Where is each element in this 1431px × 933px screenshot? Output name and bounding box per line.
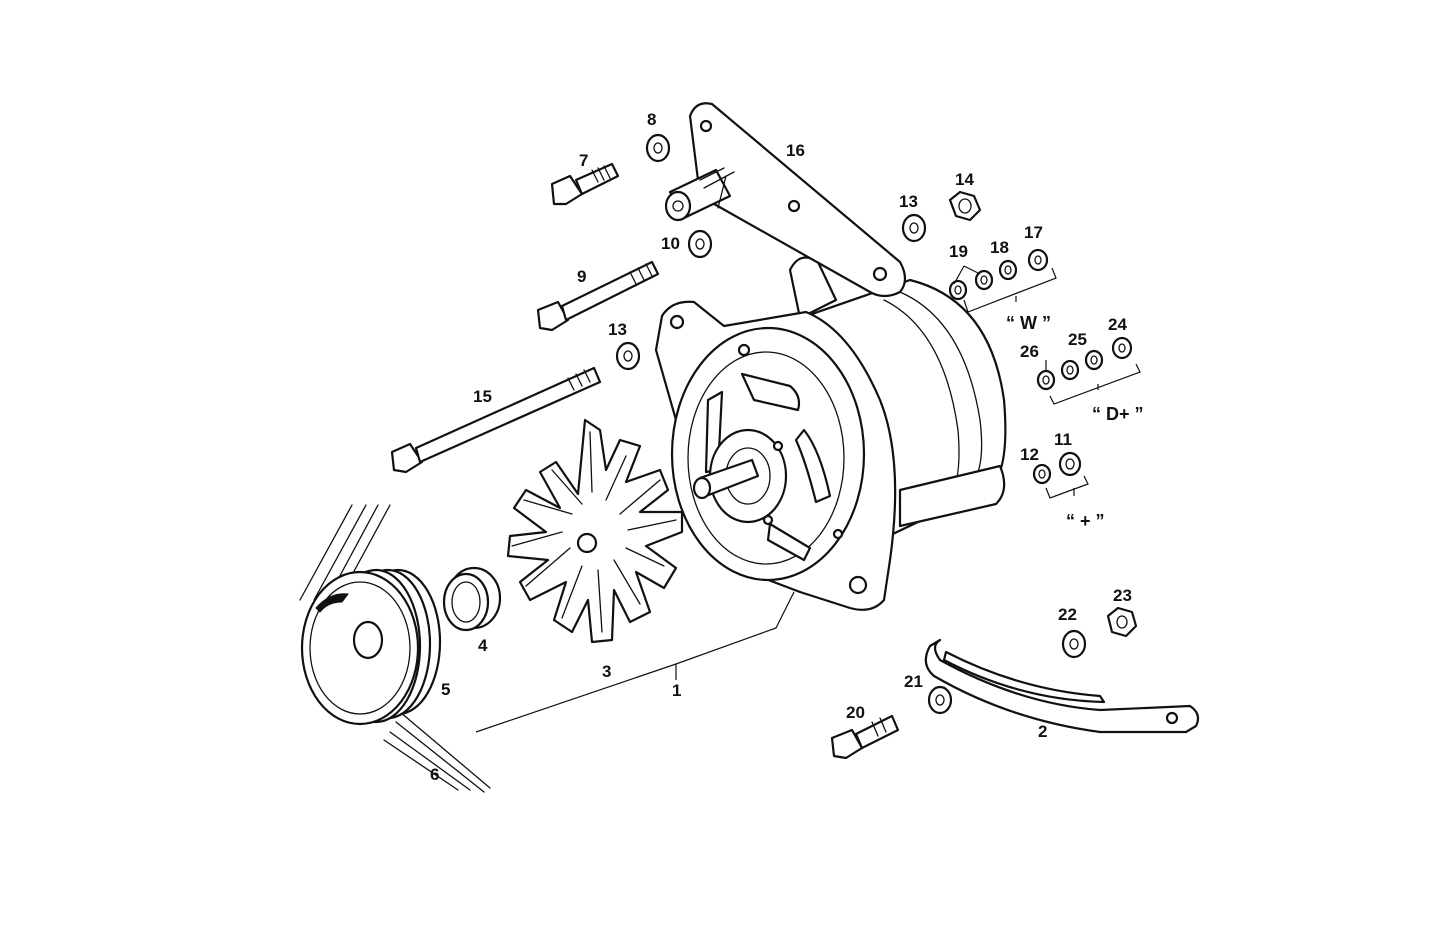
alternator-body	[654, 256, 1007, 611]
label-part-14: 14	[955, 170, 974, 189]
label-part-24: 24	[1108, 315, 1127, 334]
label-part-17: 17	[1024, 223, 1043, 242]
washer-26b	[1036, 369, 1056, 391]
terminal-group-labels: “ W ” “ D+ ” “ + ”	[1006, 313, 1144, 531]
label-part-19: 19	[949, 242, 968, 261]
adjusting-bracket	[924, 638, 1200, 734]
label-part-6: 6	[430, 765, 439, 784]
group-label-w: “ W ”	[1006, 313, 1051, 333]
label-part-21: 21	[904, 672, 923, 691]
bolt-15	[390, 366, 602, 474]
washer-18	[998, 259, 1018, 281]
label-part-4: 4	[478, 636, 488, 655]
label-part-11: 11	[1054, 430, 1072, 449]
washer-22	[1061, 629, 1087, 659]
spacer-ring	[442, 566, 502, 632]
label-part-23: 23	[1113, 586, 1132, 605]
nut-17	[1027, 248, 1049, 272]
label-part-2: 2	[1038, 722, 1047, 741]
label-part-5: 5	[441, 680, 450, 699]
leader-lines	[475, 265, 1141, 733]
label-part-13-left: 13	[608, 320, 627, 339]
label-part-25: 25	[1068, 330, 1087, 349]
label-part-9: 9	[577, 267, 586, 286]
bolt-7	[550, 162, 620, 206]
label-part-7: 7	[579, 151, 588, 170]
label-part-12: 12	[1020, 445, 1039, 464]
part-labels: 1 2 3 4 5 6 7 8 9 10 11 12 13 13 14 15 1…	[430, 110, 1132, 784]
label-part-13-right: 13	[899, 192, 918, 211]
washer-25	[1084, 349, 1104, 371]
label-part-10: 10	[661, 234, 680, 253]
label-part-22: 22	[1058, 605, 1077, 624]
label-part-26: 26	[1020, 342, 1039, 361]
label-part-18: 18	[990, 238, 1009, 257]
nut-23	[1106, 606, 1138, 638]
washer-13-right	[901, 213, 927, 243]
washer-13-left	[615, 341, 641, 371]
group-label-plus: “ + ”	[1066, 511, 1105, 531]
bolt-20	[830, 714, 900, 760]
group-label-d-plus: “ D+ ”	[1092, 404, 1144, 424]
nut-11	[1058, 451, 1082, 477]
label-part-1: 1	[672, 681, 681, 700]
cooling-fan	[506, 418, 684, 644]
pulley	[300, 568, 442, 726]
washer-8	[645, 133, 671, 163]
label-part-8: 8	[647, 110, 656, 129]
label-part-3: 3	[602, 662, 611, 681]
nut-14	[948, 190, 982, 222]
washer-26a	[1060, 359, 1080, 381]
nut-24	[1111, 336, 1133, 360]
label-part-16: 16	[786, 141, 805, 160]
bolt-9	[536, 260, 660, 332]
washer-21	[927, 685, 953, 715]
mounting-bracket	[664, 102, 907, 298]
washer-12	[1032, 463, 1052, 485]
washer-10	[687, 229, 713, 259]
washer-19b	[948, 279, 968, 301]
washer-19a	[974, 269, 994, 291]
label-part-20: 20	[846, 703, 865, 722]
drive-belt	[299, 504, 491, 793]
label-part-15: 15	[473, 387, 492, 406]
